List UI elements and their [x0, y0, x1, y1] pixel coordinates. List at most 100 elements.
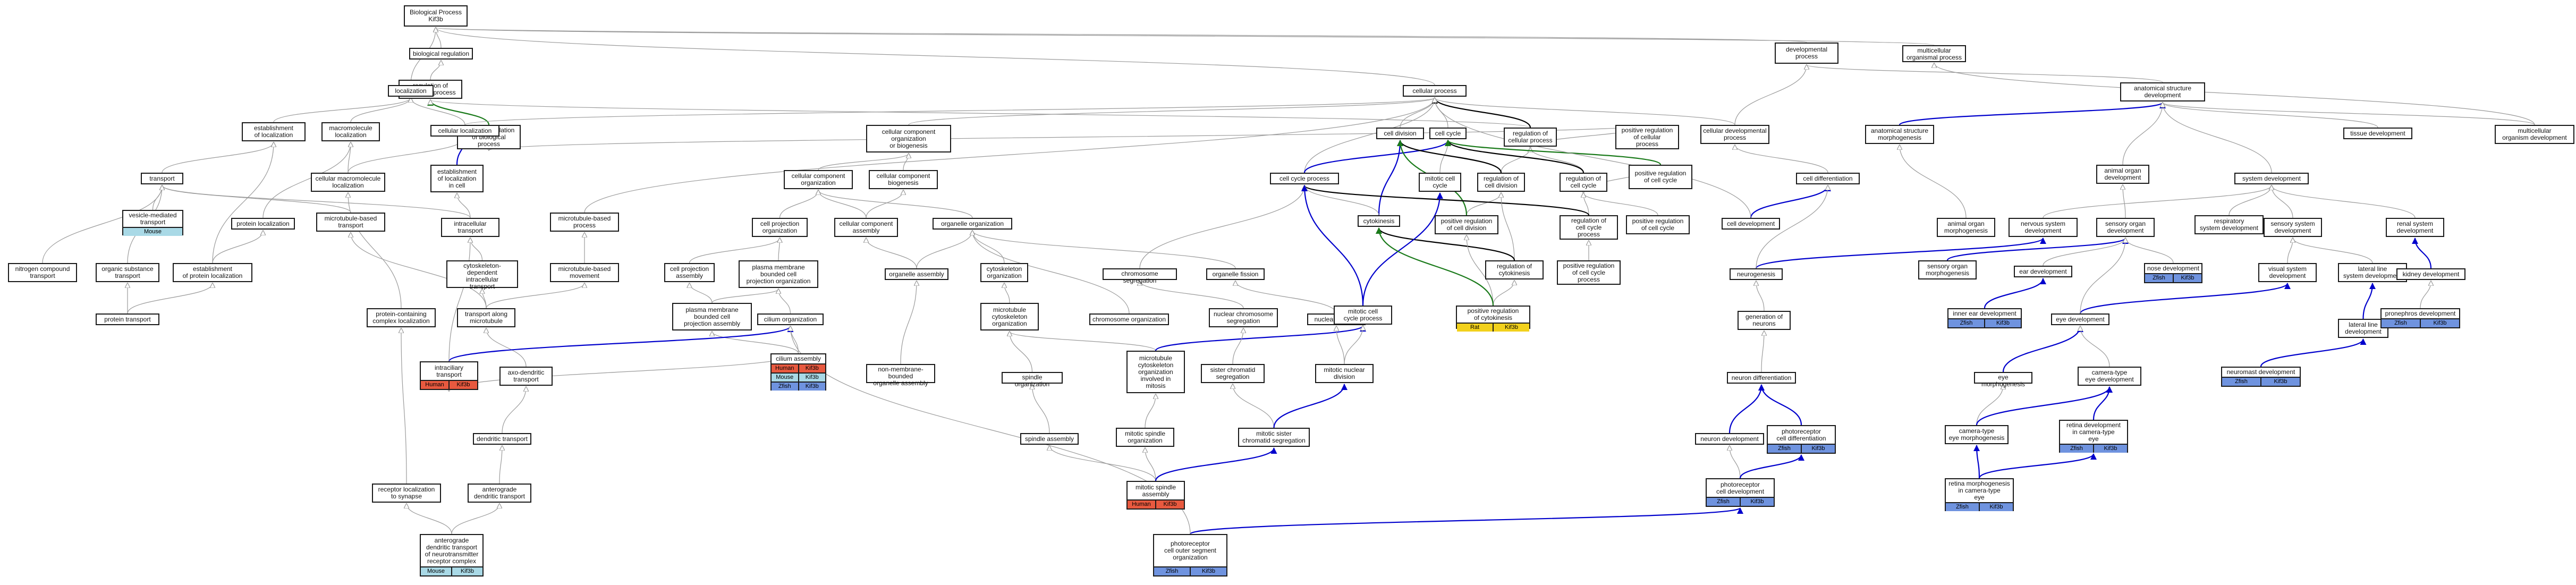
go-term-pm-proj-assembly[interactable]: plasma membrane bounded cell projection … [672, 303, 752, 330]
go-term-cell-cycle-proc[interactable]: cell cycle process [1270, 173, 1339, 184]
go-term-eye-dev[interactable]: eye development [2051, 313, 2109, 325]
go-term-chrom-seg[interactable]: chromosome segregation [1103, 268, 1177, 284]
go-term-mt-cytoskel-mitosis[interactable]: microtubule cytoskeleton organization in… [1126, 351, 1185, 393]
go-term-axo-transport[interactable]: axo-dendritic transport [499, 367, 553, 386]
go-term-system-dev[interactable]: system development [2234, 173, 2309, 184]
go-term-tissue-dev[interactable]: tissue development [2343, 128, 2412, 139]
go-term-est-loc[interactable]: establishment of localization [242, 122, 306, 141]
go-term-localization[interactable]: localization [388, 85, 434, 97]
go-term-cell-macro-loc[interactable]: cellular macromolecule localization [311, 173, 385, 192]
go-term-animal-organ-morph[interactable]: animal organ morphogenesis [1937, 218, 1995, 237]
go-term-chrom-org[interactable]: chromosome organization [1089, 313, 1169, 325]
go-term-visual-dev[interactable]: visual system development [2258, 263, 2317, 282]
go-term-mitotic-sister-seg[interactable]: mitotic sister chromatid segregation [1238, 428, 1310, 447]
go-term-mt-process[interactable]: microtubule-based process [550, 213, 619, 232]
go-term-cc-org[interactable]: cellular component organization [784, 170, 853, 189]
go-term-organelle-fission[interactable]: organelle fission [1206, 268, 1265, 280]
go-term-transport[interactable]: transport [141, 173, 183, 184]
go-term-nervous-dev[interactable]: nervous system development [2009, 218, 2078, 237]
go-term-cell-division[interactable]: cell division [1376, 128, 1424, 139]
go-term-organelle-assembly[interactable]: organelle assembly [885, 268, 948, 280]
go-term-multi-proc[interactable]: multicellular organismal process [1902, 45, 1966, 62]
go-term-gen-neurons[interactable]: generation of neurons [1738, 311, 1791, 330]
go-term-animal-organ-dev[interactable]: animal organ development [2096, 165, 2149, 184]
go-term-organelle-org[interactable]: organelle organization [933, 218, 1012, 230]
go-term-ear-dev[interactable]: ear development [2014, 266, 2072, 277]
go-term-pos-reg-cell-cycle-a[interactable]: positive regulation of cell cycle [1629, 165, 1692, 189]
go-term-multi-dev[interactable]: multicellular organism development [2495, 125, 2574, 144]
go-term-dendritic-transport[interactable]: dendritic transport [473, 433, 531, 445]
go-term-reg-cell-div[interactable]: regulation of cell division [1477, 173, 1525, 192]
go-term-dev-proc[interactable]: developmental process [1775, 43, 1838, 64]
go-term-resp-dev[interactable]: respiratory system development [2194, 215, 2264, 234]
go-term-protein-complex-loc[interactable]: protein-containing complex localization [367, 308, 436, 327]
go-term-nuclear-chrom-seg[interactable]: nuclear chromosome segregation [1209, 308, 1278, 327]
go-term-bio-reg[interactable]: biological regulation [409, 48, 473, 60]
go-term-sister-chromatid-seg[interactable]: sister chromatid segregation [1201, 364, 1265, 383]
go-term-renal-dev[interactable]: renal system development [2386, 218, 2444, 237]
go-term-cc-assembly[interactable]: cellular component assembly [834, 218, 898, 237]
go-term-mitotic-cc[interactable]: mitotic cell cycle [1419, 173, 1461, 192]
go-term-cell-dev[interactable]: cell development [1722, 218, 1780, 230]
go-term-neuron-dev[interactable]: neuron development [1695, 433, 1764, 445]
go-term-pm-proj-org[interactable]: plasma membrane bounded cell projection … [739, 260, 818, 288]
go-term-reg-cell-cycle-proc[interactable]: regulation of cell cycle process [1560, 215, 1618, 240]
go-term-organic-transport[interactable]: organic substance transport [96, 263, 159, 282]
go-term-receptor-loc[interactable]: receptor localization to synapse [372, 484, 441, 503]
go-term-cell-proj-org[interactable]: cell projection organization [752, 218, 808, 237]
go-term-non-membrane-assembly[interactable]: non-membrane-bounded organelle assembly [866, 364, 935, 387]
go-term-anat-morph[interactable]: anatomical structure morphogenesis [1865, 125, 1934, 144]
go-term-neuron-diff[interactable]: neuron differentiation [1727, 372, 1796, 384]
go-term-est-protein-loc[interactable]: establishment of protein localization [173, 263, 252, 282]
go-term-cc-org-bio[interactable]: cellular component organization or bioge… [866, 125, 951, 152]
go-term-anat-dev[interactable]: anatomical structure development [2120, 82, 2205, 101]
go-term-sensory-sys-dev[interactable]: sensory system development [2264, 218, 2322, 237]
go-term-cc-bio[interactable]: cellular component biogenesis [869, 170, 938, 189]
go-term-reg-cell-cycle[interactable]: regulation of cell cycle [1560, 173, 1607, 192]
go-term-anterograde-transport[interactable]: anterograde dendritic transport of neuro… [420, 534, 484, 576]
go-term-eye-morph[interactable]: eye morphogenesis [1974, 372, 2032, 388]
go-term-cytoskel-org[interactable]: cytoskeleton organization [980, 263, 1028, 282]
go-term-mitotic-cc-proc[interactable]: mitotic cell cycle process [1334, 306, 1392, 325]
go-term-cytoskel-transport[interactable]: cytoskeleton-dependent intracellular tra… [446, 260, 518, 290]
go-term-spindle-org[interactable]: spindle organization [1002, 372, 1063, 388]
go-term-protein-transport[interactable]: protein transport [96, 313, 159, 325]
go-term-pos-reg-cell-div[interactable]: positive regulation of cell division [1435, 215, 1498, 234]
go-term-sensory-organ-morph[interactable]: sensory organ morphogenesis [1918, 260, 1977, 279]
go-term-camera-eye-morph[interactable]: camera-type eye morphogenesis [1945, 425, 2009, 444]
go-term-mt-movement[interactable]: microtubule-based movement [550, 263, 619, 282]
go-term-reg-cell-proc[interactable]: regulation of cellular process [1504, 128, 1557, 147]
go-term-neurogenesis[interactable]: neurogenesis [1730, 268, 1783, 280]
go-term-sensory-organ-dev[interactable]: sensory organ development [2096, 218, 2155, 237]
go-term-cellular-process[interactable]: cellular process [1403, 85, 1467, 97]
go-term-spindle-assembly[interactable]: spindle assembly [1020, 433, 1079, 445]
go-term-transport-along-mt[interactable]: transport along microtubule [457, 308, 515, 327]
go-term-mt-cytoskel-org[interactable]: microtubule cytoskeleton organization [980, 303, 1039, 330]
go-term-reg-cytokinesis[interactable]: regulation of cytokinesis [1485, 260, 1544, 279]
go-term-mt-transport[interactable]: microtubule-based transport [316, 213, 385, 232]
go-term-mitotic-spindle-org[interactable]: mitotic spindle organization [1116, 428, 1174, 447]
go-term-mitotic-nuclear-div[interactable]: mitotic nuclear division [1315, 364, 1374, 383]
go-term-nitrogen-transport[interactable]: nitrogen compound transport [8, 263, 77, 282]
go-term-intracell-transport[interactable]: intracellular transport [441, 218, 499, 237]
go-term-cilium-org[interactable]: cilium organization [757, 313, 824, 325]
go-term-est-loc-cell[interactable]: establishment of localization in cell [430, 165, 484, 192]
go-term-kidney-dev[interactable]: kidney development [2396, 268, 2465, 280]
go-term-outer-segment-org[interactable]: photoreceptor cell outer segment organiz… [1153, 534, 1227, 576]
go-term-lateral-line-dev[interactable]: lateral line development [2338, 319, 2388, 338]
go-term-camera-eye-dev[interactable]: camera-type eye development [2078, 367, 2141, 386]
go-term-cytokinesis[interactable]: cytokinesis [1358, 215, 1400, 227]
go-term-bp[interactable]: Biological Process Kif3b [404, 5, 468, 27]
go-term-cell-proj-assembly[interactable]: cell projection assembly [664, 263, 715, 282]
